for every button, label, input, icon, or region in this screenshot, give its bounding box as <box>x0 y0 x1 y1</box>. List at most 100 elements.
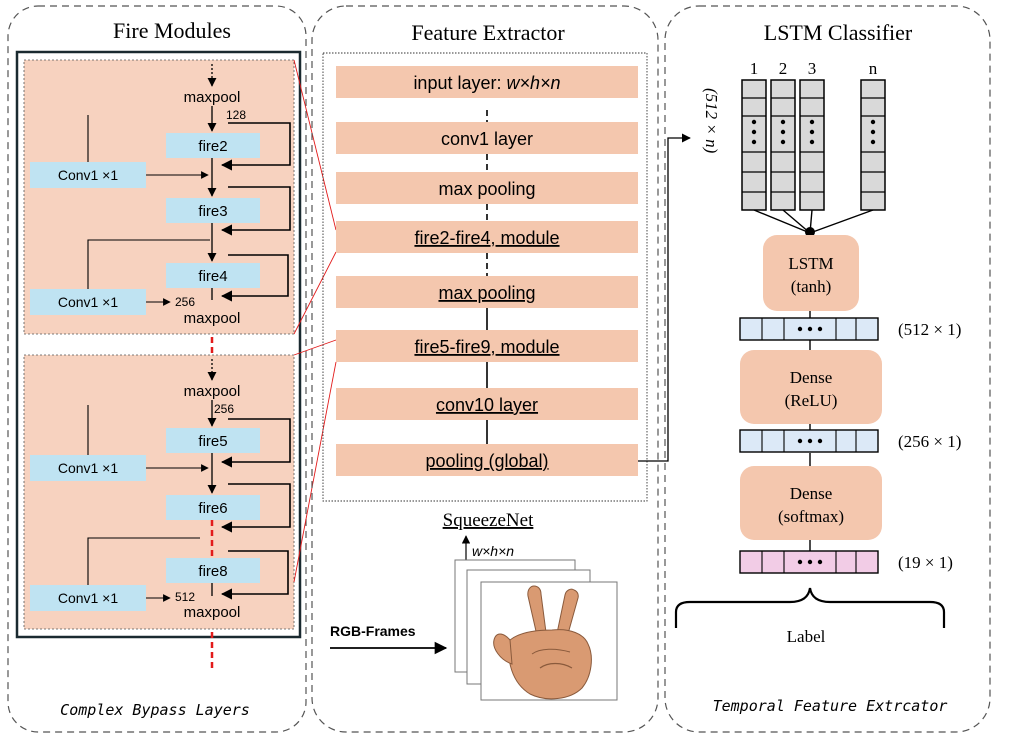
conv-label-bottom-a: Conv1 ×1 <box>58 460 119 476</box>
column-label-0: 1 <box>750 59 759 78</box>
sequence-dims-label: (512 × n) <box>702 88 721 154</box>
vector-dims-1: (256 × 1) <box>898 432 961 451</box>
sequence-columns: 1 2 3 n <box>741 59 886 211</box>
block-name-1: Dense <box>790 368 832 387</box>
ellipsis-dot <box>809 129 815 135</box>
conv-label-top-a: Conv1 ×1 <box>58 167 119 183</box>
layer-label-7: pooling (global) <box>425 451 548 471</box>
sequence-column-1 <box>770 79 796 211</box>
fire3-label: fire3 <box>198 203 227 220</box>
feature-vectors: (512 × 1) (256 × 1) (19 × 1) <box>739 317 961 574</box>
layer-box-0 <box>336 66 638 98</box>
maxpool-out-label: maxpool <box>184 310 241 327</box>
block-name-2: Dense <box>790 484 832 503</box>
maxpool-out-label-2: maxpool <box>184 604 241 621</box>
fire6-block <box>166 495 260 520</box>
hand-gesture-icon <box>493 585 592 700</box>
ellipsis-dot <box>809 119 815 125</box>
fire-block-bottom: maxpool 256 fire5 fire6 fire8 Conv1 ×1 C… <box>23 354 295 630</box>
fire8-label: fire8 <box>198 563 227 580</box>
vector-dims-0: (512 × 1) <box>898 320 961 339</box>
conv-label-bottom-b: Conv1 ×1 <box>58 590 119 606</box>
ellipsis-dot <box>870 139 876 145</box>
fire8-block <box>166 558 260 583</box>
layer-label-0: input layer: w×h×n <box>413 73 560 93</box>
ellipsis-dot <box>780 129 786 135</box>
layer-box-2 <box>336 172 638 204</box>
ellipsis-dot <box>809 139 815 145</box>
column-label-1: 2 <box>779 59 788 78</box>
ellipsis-dot <box>870 129 876 135</box>
block-name-0: LSTM <box>788 254 833 273</box>
sequence-column-2 <box>799 79 825 211</box>
layer-label-2: max pooling <box>438 179 535 199</box>
rgb-frames <box>454 559 618 701</box>
layer-label-6: conv10 layer <box>436 395 538 415</box>
rgb-frames-label: RGB-Frames <box>330 623 416 639</box>
channels-in-label-2: 256 <box>214 402 234 416</box>
conv-block-bottom-a <box>30 455 146 481</box>
conv-block-top-a <box>30 162 146 188</box>
layer-box-5 <box>336 330 638 362</box>
layer-box-7 <box>336 444 638 476</box>
block-activation-2: (softmax) <box>778 507 844 526</box>
ellipsis-dot <box>870 119 876 125</box>
classifier-blocks: LSTM (tanh) Dense (ReLU) Dense (softmax) <box>740 235 882 551</box>
vector-dims-2: (19 × 1) <box>898 553 953 572</box>
layer-box-3 <box>336 221 638 253</box>
fire2-block <box>166 133 260 158</box>
column-label-2: 3 <box>808 59 817 78</box>
conv-block-top-b <box>30 289 146 315</box>
layer-label-4: max pooling <box>438 283 535 303</box>
squeezenet-label: SqueezeNet <box>443 510 534 531</box>
block-activation-0: (tanh) <box>791 277 832 296</box>
fire6-label: fire6 <box>198 500 227 517</box>
ellipsis-dot <box>751 129 757 135</box>
fire3-block <box>166 198 260 223</box>
maxpool-in-label: maxpool <box>184 89 241 106</box>
layer-box-1 <box>336 122 638 154</box>
fire5-block <box>166 428 260 453</box>
lstm-classifier-title: LSTM Classifier <box>764 20 913 45</box>
lstm-classifier-panel: LSTM Classifier (512 × n) 1 2 3 n LSTM (tanh… <box>664 5 991 733</box>
layer-label-3: fire2-fire4, module <box>414 228 559 248</box>
ellipsis-dot <box>751 139 757 145</box>
column-label-3: n <box>869 59 878 78</box>
fire4-block <box>166 263 260 288</box>
channels-out-label: 256 <box>175 295 195 309</box>
sequence-column-0 <box>741 79 767 211</box>
fire-modules-title: Fire Modules <box>113 18 231 43</box>
block-activation-1: (ReLU) <box>785 391 838 410</box>
input-dims-label: w×h×n <box>472 543 514 559</box>
fire-block-top: maxpool 128 fire2 fire3 fire4 Conv1 ×1 <box>23 59 295 335</box>
layer-box-4 <box>336 276 638 308</box>
fire5-label: fire5 <box>198 433 227 450</box>
channels-in-label: 128 <box>226 108 246 122</box>
channels-out-label-2: 512 <box>175 590 195 604</box>
label-brace <box>674 587 946 628</box>
fire2-label: fire2 <box>198 138 227 155</box>
classifier-block-0 <box>763 235 859 311</box>
lstm-classifier-footer: Temporal Feature Extrcator <box>713 697 948 715</box>
ellipsis-dot <box>751 119 757 125</box>
conv-label-top-b: Conv1 ×1 <box>58 294 119 310</box>
feature-extractor-panel: Feature Extractor input layer: w×h×n conv… <box>311 5 691 733</box>
feature-layers: input layer: w×h×n conv1 layer max pooling… <box>336 66 638 476</box>
sequence-column-3 <box>860 79 886 211</box>
fire-modules-footer: Complex Bypass Layers <box>60 701 250 719</box>
layer-label-5: fire5-fire9, module <box>414 337 559 357</box>
layer-box-6 <box>336 388 638 420</box>
zoom-lines <box>293 59 337 583</box>
ellipsis-dot <box>780 139 786 145</box>
classifier-block-1 <box>740 350 882 424</box>
output-label: Label <box>787 627 826 646</box>
maxpool-in-label-2: maxpool <box>184 383 241 400</box>
conv-block-bottom-b <box>30 585 146 611</box>
ellipsis-dot <box>780 119 786 125</box>
layer-label-1: conv1 layer <box>441 129 533 149</box>
fire4-label: fire4 <box>198 268 227 285</box>
feature-extractor-title: Feature Extractor <box>411 20 565 45</box>
classifier-block-2 <box>740 466 882 540</box>
fire-modules-panel: Fire Modules maxpool 128 fire2 fire3 fir… <box>7 5 307 733</box>
